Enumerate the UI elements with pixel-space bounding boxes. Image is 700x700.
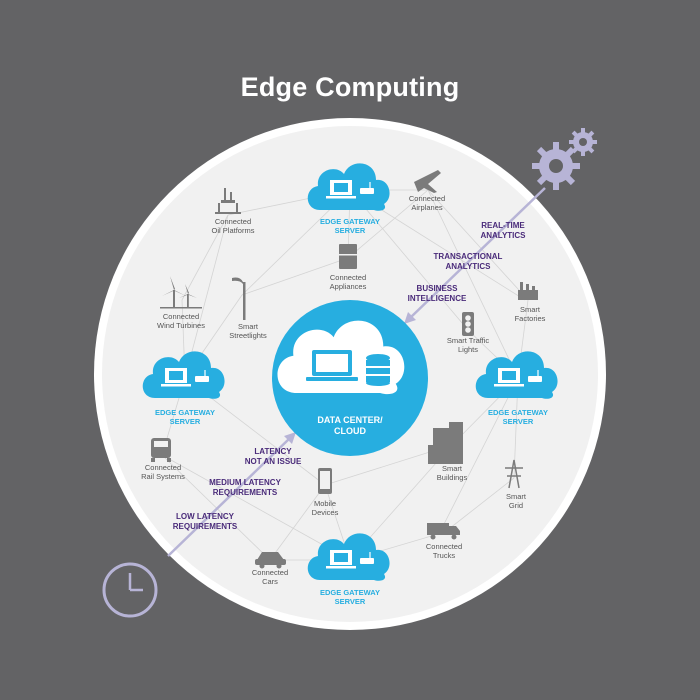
router-icon: [360, 558, 374, 564]
gateway-left: [142, 351, 225, 399]
page-title: Edge Computing: [240, 72, 460, 102]
data-center-label: DATA CENTER/ CLOUD: [317, 415, 383, 436]
truck-icon: [427, 523, 460, 540]
wind-turbines-label: Connected Wind Turbines: [157, 312, 205, 330]
power-grid-icon: [505, 459, 523, 489]
traffic-lights-label: Smart Traffic Lights: [446, 336, 490, 354]
clock-icon: [102, 562, 158, 618]
gateway-right-label: EDGE GATEWAY SERVER: [487, 408, 548, 426]
grid-label: Smart Grid: [505, 492, 526, 510]
appliance-icon: [339, 244, 357, 269]
router-icon: [528, 376, 542, 382]
rail-systems-label: Connected Rail Systems: [141, 463, 185, 481]
oil-platform-icon: [215, 188, 241, 214]
laptop-icon: [306, 350, 358, 381]
mobile-devices-label: Mobile Devices: [311, 499, 339, 517]
gateway-left-label: EDGE GATEWAY SERVER: [154, 408, 215, 426]
trucks-label: Connected Trucks: [425, 542, 463, 560]
router-icon: [360, 188, 374, 194]
gateway-right: [475, 351, 558, 399]
train-icon: [151, 438, 171, 462]
mobile-icon: [318, 468, 332, 494]
wind-turbine-icon: [160, 276, 202, 309]
buildings-label: Smart Buildings: [436, 464, 468, 482]
airplanes-label: Connected Airplanes: [408, 194, 446, 212]
database-icon: [366, 354, 390, 386]
medium-latency-caption: MEDIUM LATENCY REQUIREMENTS: [209, 478, 281, 497]
airplane-icon: [414, 170, 441, 193]
gateway-bottom-label: EDGE GATEWAY SERVER: [319, 588, 380, 606]
oil-platforms-label: Connected Oil Platforms: [211, 217, 255, 235]
gateway-top: [307, 163, 390, 211]
router-icon: [195, 376, 209, 382]
realtime-analytics-caption: REAL-TIME ANALYTICS: [480, 221, 526, 240]
business-intelligence-caption: BUSINESS INTELLIGENCE: [407, 284, 467, 303]
streetlight-icon: [232, 277, 246, 320]
low-latency-caption: LOW LATENCY REQUIREMENTS: [172, 512, 238, 531]
latency-caption: LATENCY NOT AN ISSUE: [244, 447, 302, 466]
factory-icon: [518, 282, 538, 300]
traffic-light-icon: [462, 312, 474, 336]
transactional-analytics-caption: TRANSACTIONAL ANALYTICS: [433, 252, 503, 271]
data-center-node: [272, 300, 428, 456]
appliances-label: Connected Appliances: [329, 273, 367, 291]
analytics-axis: [167, 187, 546, 557]
gateway-top-label: EDGE GATEWAY SERVER: [319, 217, 380, 235]
car-icon: [255, 552, 286, 569]
gateway-bottom: [307, 533, 390, 581]
building-icon: [428, 422, 463, 464]
gears-icon: [532, 128, 597, 190]
factories-label: Smart Factories: [514, 305, 546, 323]
streetlights-label: Smart Streetlights: [229, 322, 267, 340]
cars-label: Connected Cars: [251, 568, 289, 586]
